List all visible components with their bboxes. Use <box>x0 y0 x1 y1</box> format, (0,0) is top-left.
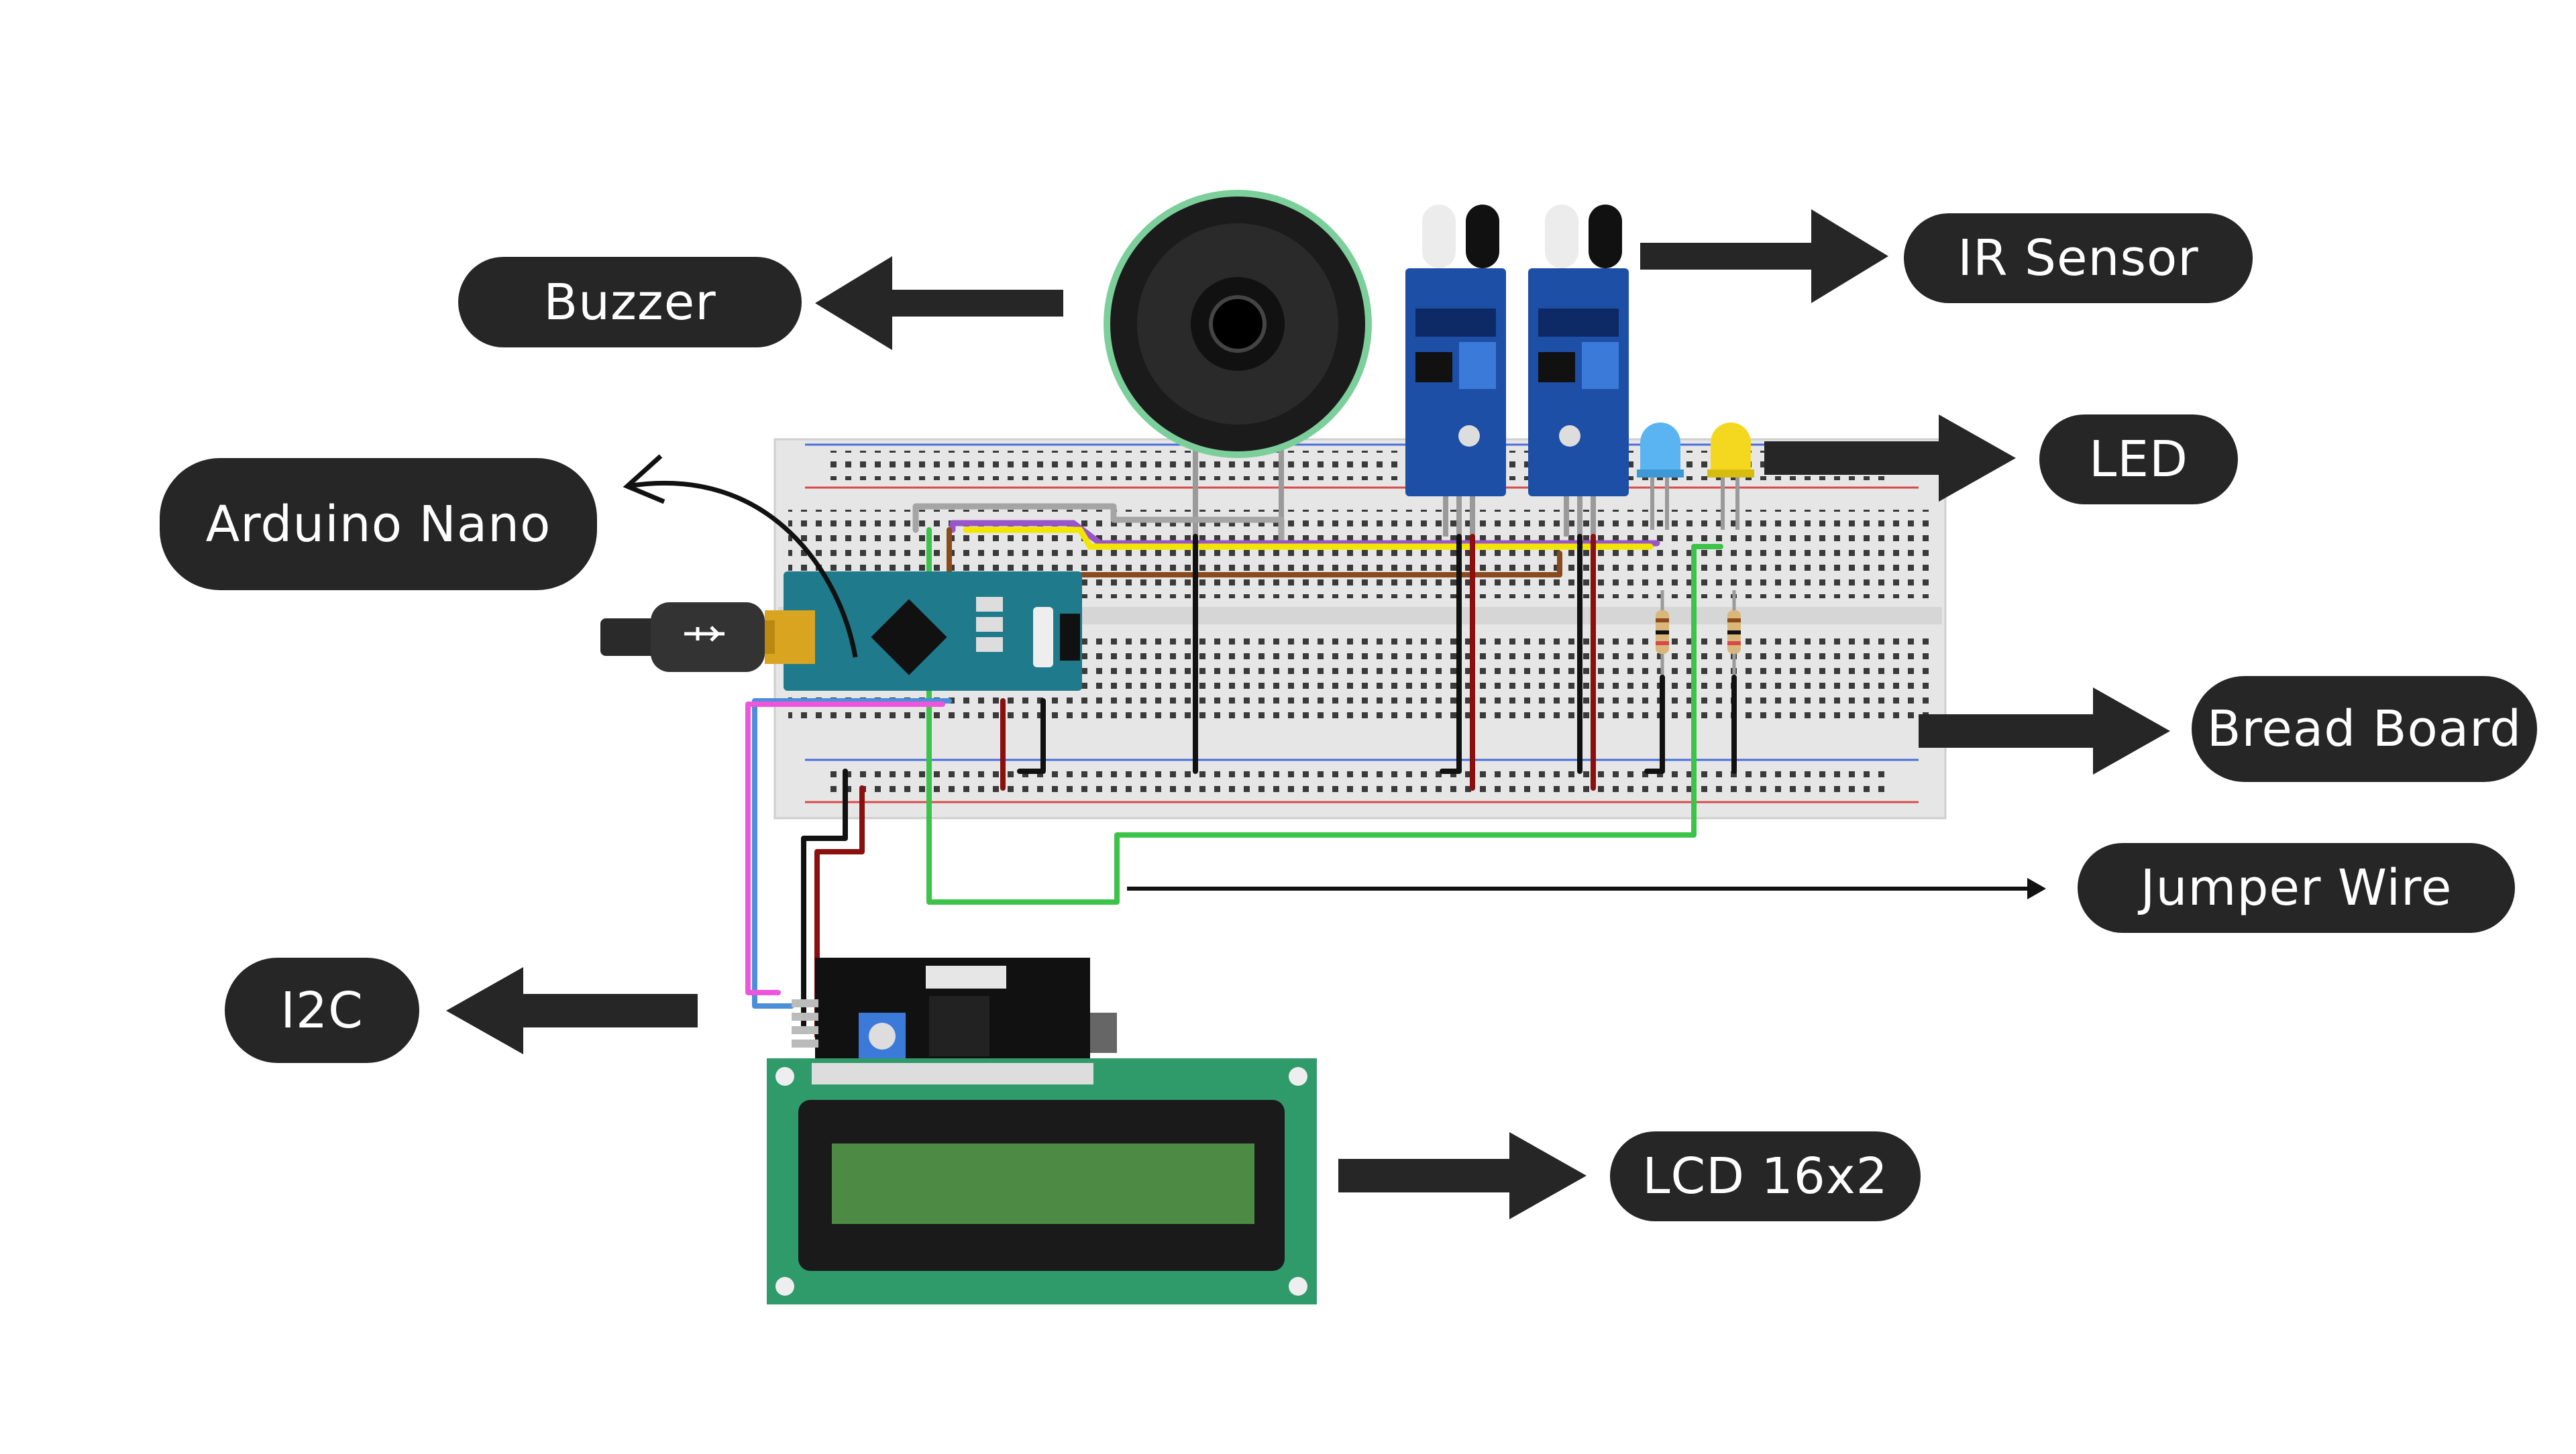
led-blue <box>1637 423 1684 530</box>
wire-black-i2c <box>801 769 848 1029</box>
wire-blue <box>752 698 952 1009</box>
wire-yellow <box>963 526 1654 550</box>
resistor-1 <box>1656 590 1669 677</box>
jumper-wire-label: Jumper Wire <box>2078 843 2515 933</box>
bread-board-label: Bread Board <box>2192 676 2537 782</box>
thin-arrows <box>623 454 2046 899</box>
arduino-nano-label: Arduino Nano <box>160 458 597 590</box>
arrow-to-arduino-nano <box>627 480 858 658</box>
wire-darkred-i2c <box>814 785 865 1039</box>
ir-sensor-label: IR Sensor <box>1904 213 2253 303</box>
buzzer-label: Buzzer <box>458 257 802 347</box>
resistor-2 <box>1727 590 1741 677</box>
wire-green <box>926 527 1723 905</box>
wire-purple <box>949 520 1660 547</box>
led-yellow <box>1707 423 1754 530</box>
arrow-to-i2c <box>446 967 698 1054</box>
wire-pink <box>745 702 945 995</box>
usb-cable <box>600 602 765 672</box>
arduino-nano <box>758 571 1082 691</box>
buzzer-component <box>1104 190 1372 537</box>
lcd-label: LCD 16x2 <box>1610 1131 1921 1221</box>
pointer-arrows <box>446 209 2170 1219</box>
ir-sensor-2 <box>1528 205 1629 537</box>
wire-brown <box>947 527 1562 577</box>
arrow-to-bread-board <box>1919 687 2170 775</box>
jumper-wires <box>745 503 1737 1039</box>
ir-sensor-1 <box>1405 205 1506 537</box>
wire-gray <box>912 503 1285 547</box>
i2c-module <box>792 958 1117 1062</box>
arrow-to-buzzer <box>815 256 1063 350</box>
arrow-to-ir-sensor <box>1640 209 1888 303</box>
i2c-label: I2C <box>225 958 419 1063</box>
lcd-16x2 <box>767 1058 1317 1304</box>
arrow-to-led <box>1764 414 2016 502</box>
arrow-to-lcd <box>1338 1132 1587 1219</box>
led-label: LED <box>2039 414 2238 504</box>
